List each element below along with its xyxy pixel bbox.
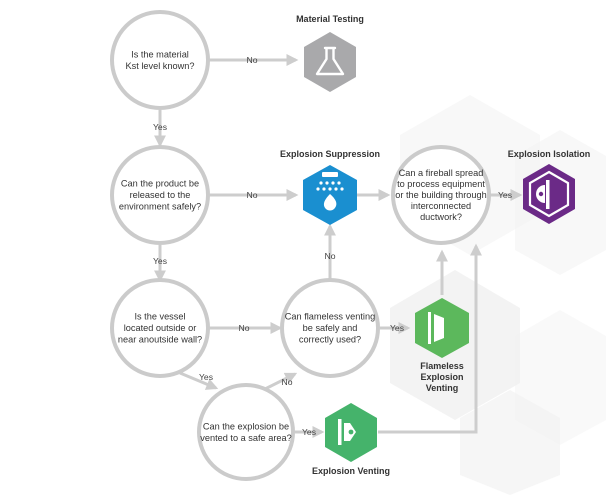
decision-text: Can the explosion be vented to a safe are… [200, 421, 291, 443]
text-line: Is the vessel [134, 312, 185, 322]
text-line: environment safely? [119, 202, 201, 212]
isolation-valve-icon [528, 170, 570, 218]
text-line: Is the material [131, 49, 189, 59]
connector-venting-to-fireball [378, 243, 482, 434]
text-line: Can the explosion be [203, 421, 289, 431]
vent-panel-icon [338, 419, 356, 445]
decision-vent-safe-area: Can the explosion be vented to a safe are… [197, 383, 295, 481]
hexagon-badge [304, 32, 356, 92]
edge-label-fireball-yes: Yes [498, 190, 512, 200]
text-line: Venting [426, 383, 459, 393]
text-line: located outside or [124, 323, 197, 333]
text-line: released to the [130, 190, 191, 200]
text-line: Flameless [420, 361, 464, 371]
text-line: Can a fireball spread [399, 168, 484, 178]
product-title: Explosion Isolation [508, 149, 591, 159]
connectors [154, 54, 523, 438]
flask-icon [315, 46, 345, 76]
product-explosion-venting: Explosion Venting [312, 403, 390, 476]
product-title: Explosion Venting [312, 466, 390, 476]
text-line: Explosion [420, 372, 463, 382]
text-line: vented to a safe area? [200, 433, 291, 443]
edge-label-release-yes: Yes [153, 256, 167, 266]
text-line: Material Testing [296, 14, 364, 24]
text-line: interconnected [411, 201, 471, 211]
text-line: Explosion Venting [312, 466, 390, 476]
text-line: to process equipment [397, 179, 485, 189]
edge-label-release-no: No [247, 190, 258, 200]
edge-label-flameless-yes: Yes [390, 323, 404, 333]
edge-label-vent-yes: Yes [302, 427, 316, 437]
text-line: correctly used? [299, 335, 361, 345]
edge-label-kst-yes: Yes [153, 122, 167, 132]
text-line: Can the product be [121, 179, 199, 189]
product-explosion-suppression: Explosion Suppression [280, 149, 380, 225]
connector-vessel-yes [179, 371, 219, 390]
product-material-testing: Material Testing [296, 14, 364, 92]
edge-label-kst-no: No [247, 55, 258, 65]
flameless-vent-icon [428, 312, 444, 344]
product-title: Material Testing [296, 14, 364, 24]
text-line: near anoutside wall? [118, 335, 202, 345]
text-line: Can flameless venting [285, 312, 375, 322]
text-line: Explosion Isolation [508, 149, 591, 159]
text-line: Explosion Suppression [280, 149, 380, 159]
edge-labels: No Yes No Yes No Yes No No Yes Yes Yes [153, 55, 512, 437]
edge-label-vessel-no: No [239, 323, 250, 333]
text-line: or the building through [395, 190, 486, 200]
text-line: ductwork? [420, 212, 462, 222]
edge-label-flameless-no: No [325, 251, 336, 261]
product-title: Explosion Suppression [280, 149, 380, 159]
suppression-nozzle-icon [316, 172, 344, 211]
product-explosion-isolation: Explosion Isolation [508, 149, 591, 224]
edge-label-vessel-yes: Yes [199, 372, 213, 382]
edge-label-vent-no: No [282, 377, 293, 387]
background-hexagon [460, 390, 560, 495]
connector-vent-no [262, 372, 298, 392]
text-line: Kst level known? [126, 61, 195, 71]
text-line: be safely and [303, 323, 358, 333]
